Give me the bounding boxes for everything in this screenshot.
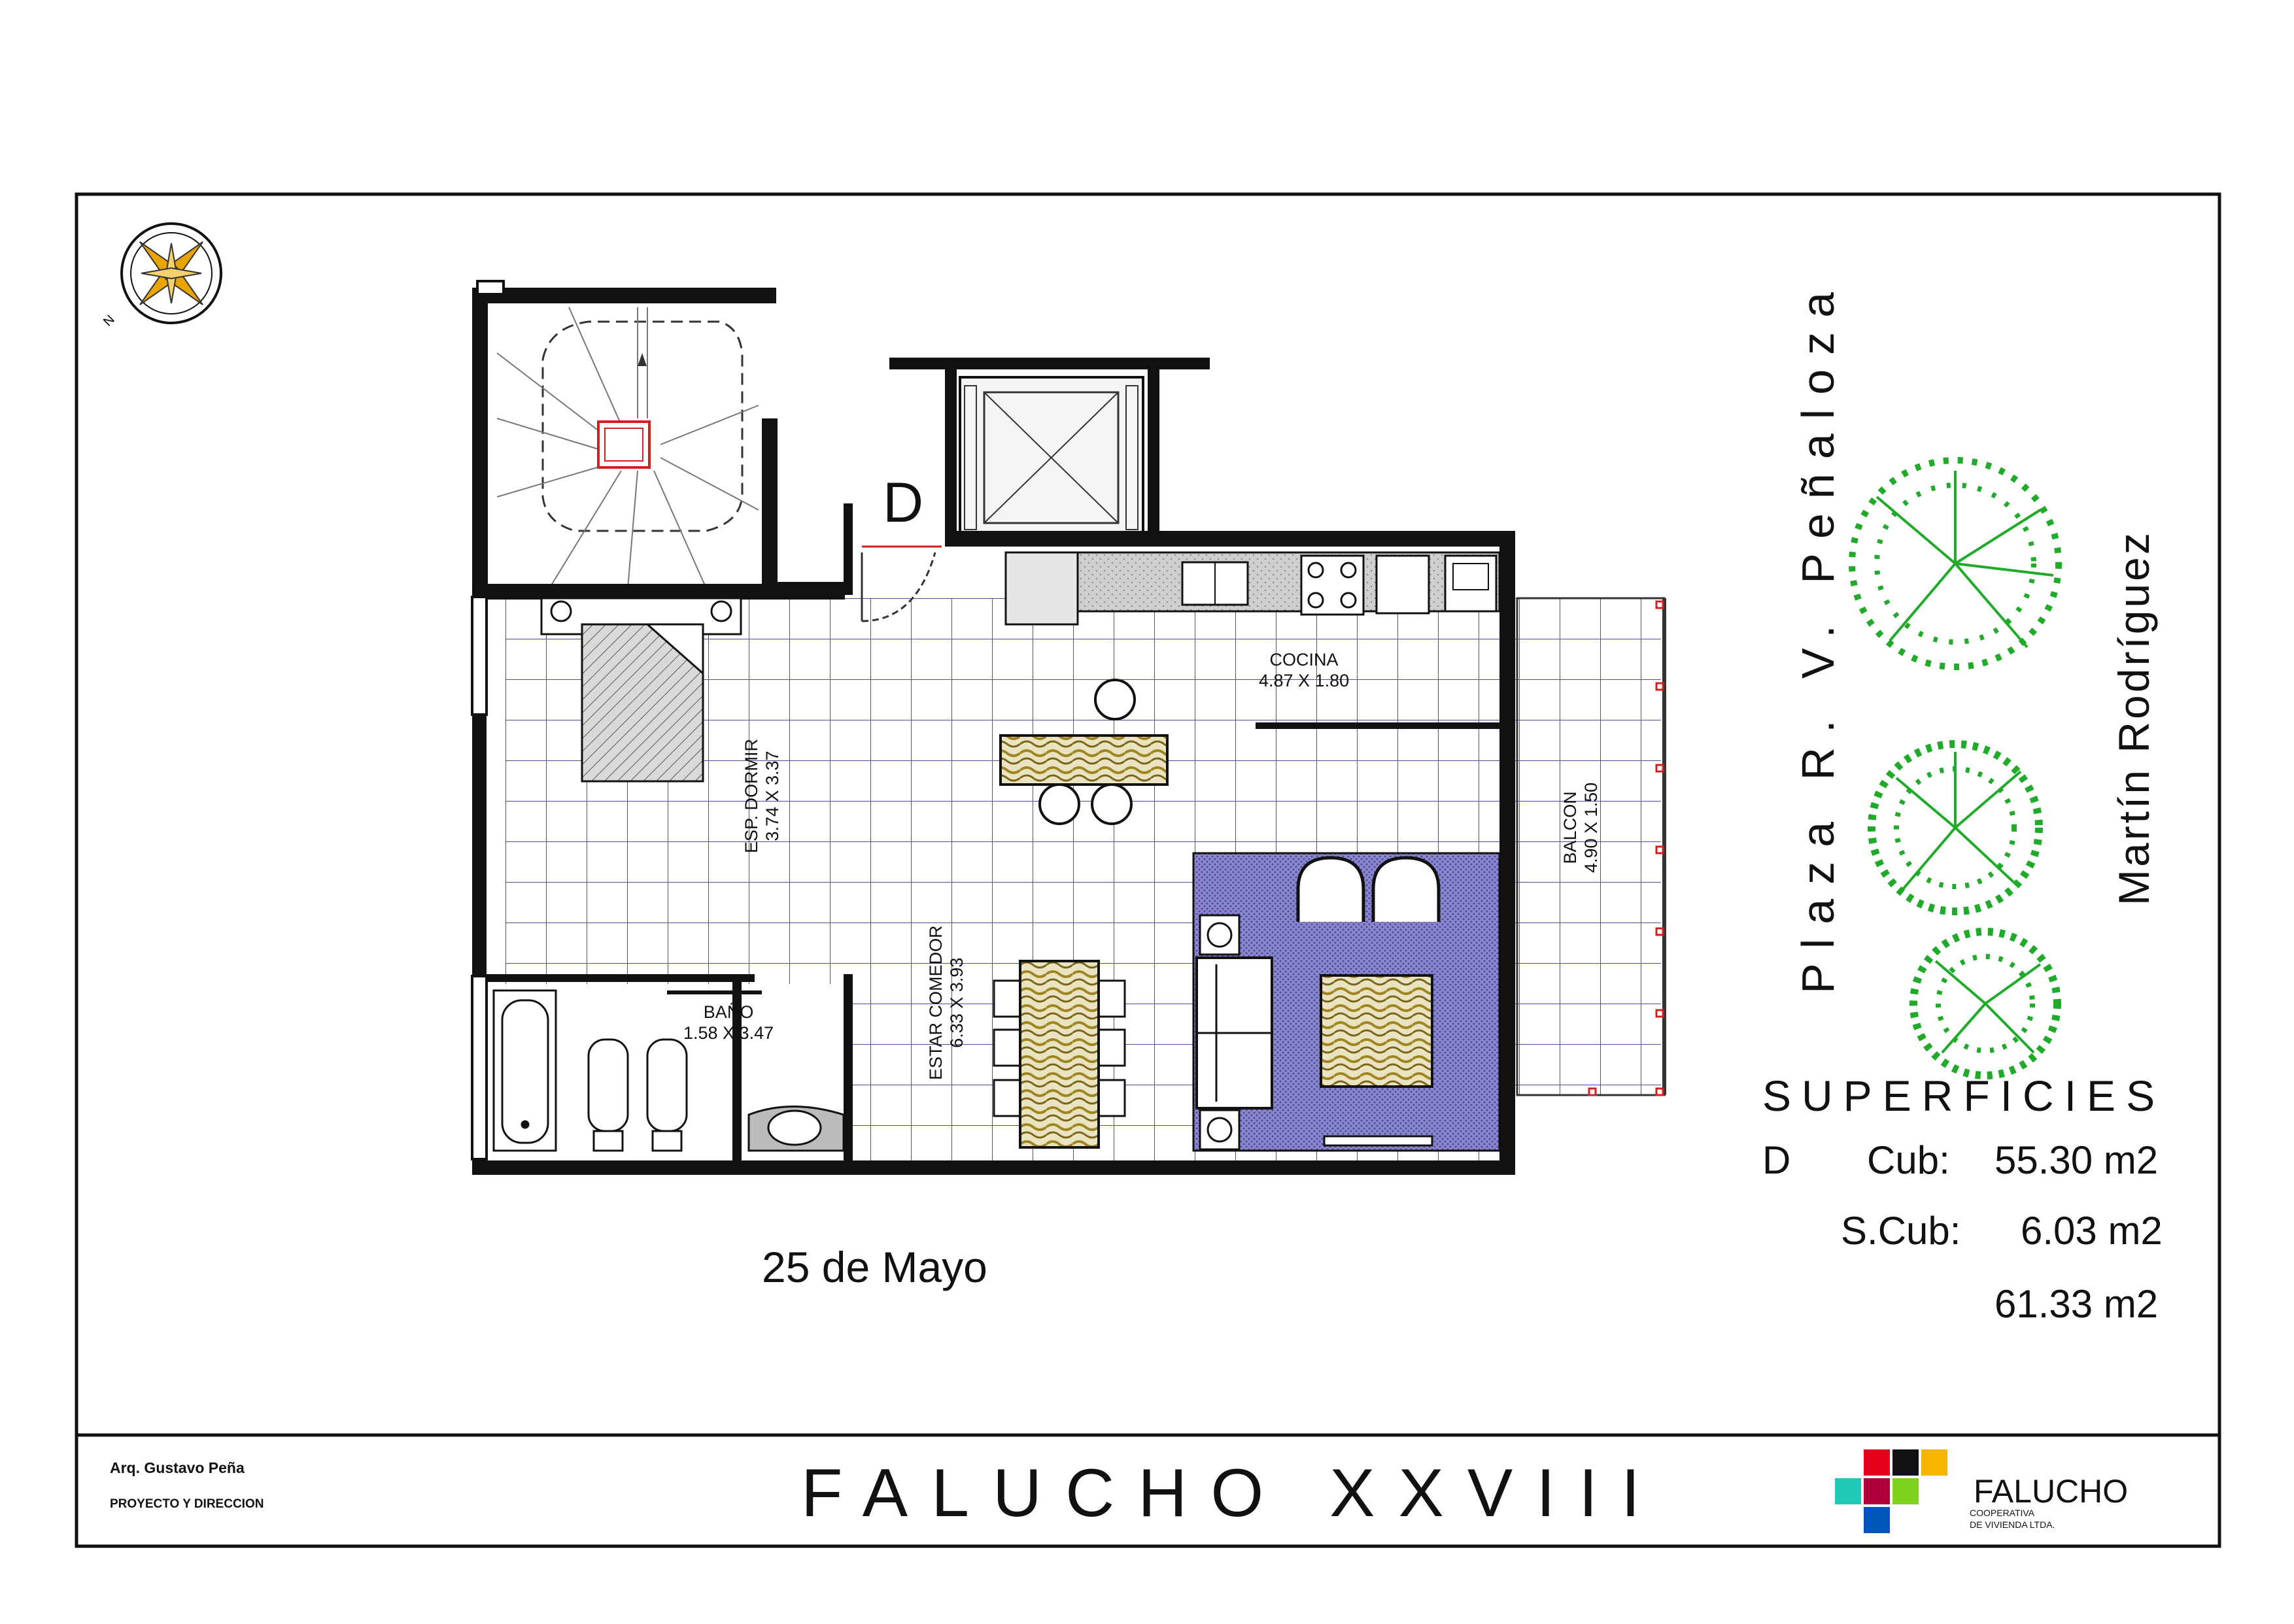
logo-subtitle-2: DE VIVIENDA LTDA. xyxy=(1970,1519,2055,1530)
superficies-cub-label: Cub: xyxy=(1867,1138,1950,1182)
street-label-bottom: 25 de Mayo xyxy=(762,1243,987,1291)
living-set xyxy=(1192,852,1501,1152)
unit-letter: D xyxy=(883,471,924,534)
room-label-esp-dormir: ESP. DORMIR 3.74 X 3.37 xyxy=(742,738,782,853)
room-label-cocina: COCINA 4.87 X 1.80 xyxy=(1259,650,1350,690)
title-block-author: Arq. Gustavo Peña xyxy=(110,1459,245,1476)
superficies-title: SUPERFICIES xyxy=(1762,1072,2166,1120)
entry-door xyxy=(861,545,942,622)
walls xyxy=(471,280,1515,1175)
svg-text:N: N xyxy=(101,313,118,330)
elevator xyxy=(959,376,1144,542)
street-label-plaza: Plaza R. V. Peñaloza xyxy=(1792,277,1843,994)
sheet-border xyxy=(75,192,2221,1548)
superficies-total-value: 61.33 m2 xyxy=(1994,1282,2159,1326)
tree-icon xyxy=(1849,457,2062,670)
bathroom-fixtures xyxy=(492,989,845,1152)
project-title: FALUCHO XXVIII xyxy=(801,1455,1664,1531)
street-label-martin-rodriguez: Martín Rodríguez xyxy=(2110,530,2158,905)
logo-name: FALUCHO xyxy=(1974,1473,2129,1510)
superficies-unit: D xyxy=(1762,1138,1791,1182)
falucho-logo-icon xyxy=(1835,1449,1947,1533)
tree-icon xyxy=(1868,740,2043,915)
compass-icon: N xyxy=(101,222,222,330)
balcony-railing xyxy=(1516,597,1666,1096)
breakfast-table xyxy=(999,679,1169,825)
kitchen-counter xyxy=(1004,551,1501,626)
tree-icon xyxy=(1909,928,2061,1079)
room-label-estar-comedor: ESTAR COMEDOR 6.33 X 3.93 xyxy=(926,925,967,1080)
balcony-floor xyxy=(1514,598,1661,1095)
bed xyxy=(540,597,742,783)
logo-subtitle-1: COOPERATIVA xyxy=(1970,1508,2035,1518)
superficies-scub-value: 6.03 m2 xyxy=(2021,1209,2163,1253)
superficies-cub-value: 55.30 m2 xyxy=(1994,1138,2159,1182)
dining-table xyxy=(993,960,1126,1149)
room-label-bano: BAÑO 1.58 X 3.47 xyxy=(683,1002,774,1043)
title-block-role: PROYECTO Y DIRECCION xyxy=(110,1497,264,1511)
room-label-balcon: BALCON 4.90 X 1.50 xyxy=(1560,782,1601,873)
staircase xyxy=(496,307,759,589)
superficies-scub-label: S.Cub: xyxy=(1841,1209,1961,1253)
